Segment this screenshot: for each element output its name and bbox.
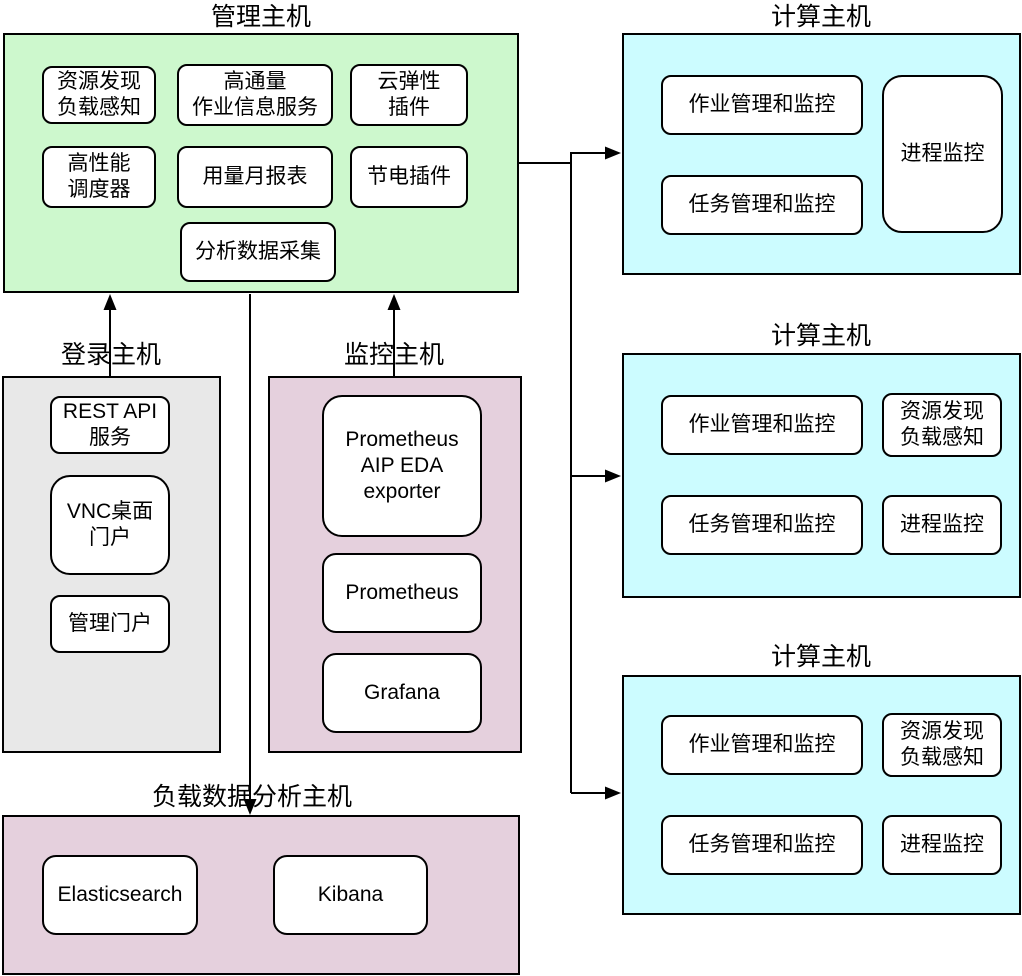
node-prometheus: Prometheus bbox=[322, 553, 482, 633]
node-elasticsearch: Elasticsearch bbox=[42, 855, 198, 935]
node-job-mgmt-monitoring-2: 作业管理和监控 bbox=[661, 395, 863, 455]
arrowhead-right-compute3-icon bbox=[605, 786, 621, 800]
node-resource-discovery-load-aware: 资源发现 负载感知 bbox=[42, 66, 156, 124]
mgmt-host-title: 管理主机 bbox=[210, 3, 312, 31]
arrowhead-right-compute1-icon bbox=[605, 146, 621, 160]
monitor-host-title: 监控主机 bbox=[343, 341, 445, 369]
node-monthly-usage-report: 用量月报表 bbox=[177, 146, 333, 208]
node-prometheus-aip-eda-exporter: Prometheus AIP EDA exporter bbox=[322, 395, 482, 537]
compute1-host-title: 计算主机 bbox=[770, 3, 872, 31]
compute2-host-title: 计算主机 bbox=[770, 322, 872, 350]
node-resource-discovery-load-aware-2: 资源发现 负载感知 bbox=[882, 393, 1002, 457]
node-cloud-elastic-plugin: 云弹性 插件 bbox=[350, 64, 468, 126]
node-task-mgmt-monitoring-1: 任务管理和监控 bbox=[661, 175, 863, 235]
node-grafana: Grafana bbox=[322, 653, 482, 733]
node-power-saving-plugin: 节电插件 bbox=[350, 146, 468, 208]
trunk-and-branch-compute1 bbox=[570, 152, 606, 793]
arrowhead-up-login-icon bbox=[103, 294, 117, 310]
node-high-throughput-job-info-service: 高通量 作业信息服务 bbox=[177, 64, 333, 126]
node-admin-portal: 管理门户 bbox=[50, 595, 170, 653]
node-process-monitoring-2: 进程监控 bbox=[882, 495, 1002, 555]
node-kibana: Kibana bbox=[273, 855, 428, 935]
node-process-monitoring-1: 进程监控 bbox=[882, 75, 1003, 233]
node-rest-api-service: REST API 服务 bbox=[50, 396, 170, 454]
node-job-mgmt-monitoring-1: 作业管理和监控 bbox=[661, 75, 863, 135]
node-job-mgmt-monitoring-3: 作业管理和监控 bbox=[661, 715, 863, 775]
node-process-monitoring-3: 进程监控 bbox=[882, 815, 1002, 875]
node-vnc-desktop-portal: VNC桌面 门户 bbox=[50, 475, 170, 575]
arrowhead-up-monitor-icon bbox=[387, 294, 401, 310]
node-resource-discovery-load-aware-3: 资源发现 负载感知 bbox=[882, 713, 1002, 777]
login-host-title: 登录主机 bbox=[60, 341, 162, 369]
node-analysis-data-collection: 分析数据采集 bbox=[180, 222, 336, 282]
compute3-host-title: 计算主机 bbox=[770, 643, 872, 671]
node-task-mgmt-monitoring-3: 任务管理和监控 bbox=[661, 815, 863, 875]
analysis-host-title: 负载数据分析主机 bbox=[151, 783, 353, 811]
compute3-host-box bbox=[622, 675, 1021, 915]
node-hpc-scheduler: 高性能 调度器 bbox=[42, 146, 156, 208]
compute2-host-box bbox=[622, 353, 1021, 598]
node-task-mgmt-monitoring-2: 任务管理和监控 bbox=[661, 495, 863, 555]
arrowhead-right-compute2-icon bbox=[605, 469, 621, 483]
